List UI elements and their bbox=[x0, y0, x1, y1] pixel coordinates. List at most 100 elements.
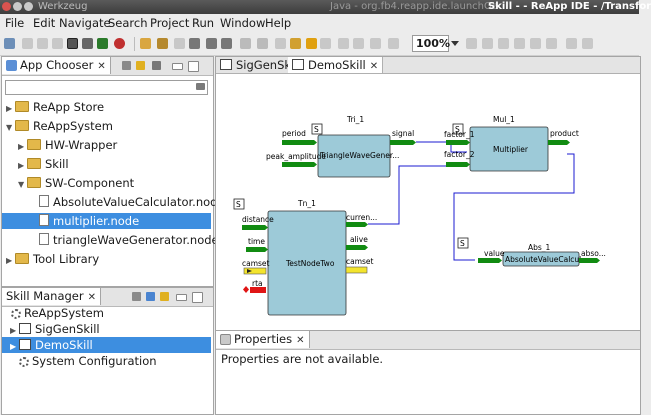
connection-signal-to-factor1[interactable] bbox=[416, 141, 467, 153]
tree-item[interactable]: ReAppSystem bbox=[2, 305, 104, 321]
output-port-absolute[interactable] bbox=[579, 258, 600, 263]
save-all-icon[interactable] bbox=[37, 38, 48, 49]
app-search-input[interactable] bbox=[5, 80, 208, 95]
properties-tab[interactable]: Properties✕ bbox=[216, 331, 310, 348]
output-port-signal[interactable] bbox=[390, 140, 416, 145]
collapse-all-icon[interactable] bbox=[132, 292, 141, 301]
menu-help[interactable]: Help bbox=[265, 16, 292, 30]
maximize-window-icon[interactable] bbox=[24, 2, 33, 11]
zoom-select[interactable]: 100% bbox=[412, 35, 450, 52]
close-icon[interactable]: ✕ bbox=[97, 61, 106, 72]
close-icon[interactable]: ✕ bbox=[87, 292, 96, 303]
expand-right-icon[interactable]: ▶ bbox=[10, 342, 17, 351]
skill-icon[interactable] bbox=[67, 38, 78, 49]
input-port-factor-2[interactable] bbox=[446, 162, 470, 167]
menu-project[interactable]: Project bbox=[150, 16, 190, 30]
navigate-icon[interactable] bbox=[240, 38, 251, 49]
input-port-value[interactable] bbox=[478, 258, 502, 263]
add-skill-icon[interactable] bbox=[146, 292, 155, 301]
tree-item[interactable]: ▼SW-Component bbox=[18, 175, 134, 191]
history-icon[interactable] bbox=[306, 38, 317, 49]
menu-file[interactable]: File bbox=[5, 16, 25, 30]
connection-product-to-value[interactable] bbox=[453, 153, 575, 261]
tree-item[interactable]: ▼ReAppSystem bbox=[6, 118, 113, 134]
tree-item[interactable]: ▶Tool Library bbox=[6, 251, 99, 267]
tree-item[interactable]: ▶HW-Wrapper bbox=[18, 137, 117, 153]
tree-item[interactable]: multiplier.node bbox=[2, 213, 211, 229]
input-port-rta[interactable] bbox=[250, 287, 266, 293]
menu-window[interactable]: Window bbox=[220, 16, 266, 30]
collapse-all-icon[interactable] bbox=[122, 61, 131, 70]
maximize-icon[interactable] bbox=[188, 61, 199, 72]
tree-item[interactable]: ▶DemoSkill bbox=[2, 337, 211, 353]
terminal-icon[interactable] bbox=[82, 38, 93, 49]
block-tri[interactable]: S Tri_1 TriangleWaveGener... period peak… bbox=[266, 115, 416, 178]
app-chooser-tab[interactable]: App Chooser✕ bbox=[2, 57, 111, 74]
menu-navigate[interactable]: Navigate bbox=[59, 16, 111, 30]
input-port-camset[interactable] bbox=[243, 267, 267, 275]
block-body[interactable] bbox=[469, 126, 549, 172]
menu-run[interactable]: Run bbox=[192, 16, 215, 30]
block-mul[interactable]: S Mul_1 Multiplier factor_1 factor_2 pro… bbox=[444, 115, 579, 172]
window-controls[interactable] bbox=[2, 2, 35, 16]
connection-current-to-factor2[interactable] bbox=[368, 165, 467, 225]
cut-icon[interactable] bbox=[174, 38, 185, 49]
match-height-icon[interactable] bbox=[582, 38, 593, 49]
marquee-icon[interactable] bbox=[221, 38, 232, 49]
tree-item[interactable]: System Configuration bbox=[10, 353, 157, 369]
back-icon[interactable] bbox=[290, 38, 301, 49]
close-icon[interactable]: ✕ bbox=[369, 61, 379, 72]
pointer-icon[interactable] bbox=[206, 38, 217, 49]
select-icon[interactable] bbox=[189, 38, 200, 49]
tree-item[interactable]: ▶SigGenSkill bbox=[10, 321, 100, 337]
block-abs[interactable]: S Abs_1 AbsoluteValueCalcul... value abs… bbox=[457, 237, 606, 267]
link-editor-icon[interactable] bbox=[136, 61, 145, 70]
output-port-camset[interactable] bbox=[345, 266, 368, 274]
tree-item[interactable]: AbsoluteValueCalculator.node bbox=[30, 194, 225, 210]
align-center-icon[interactable] bbox=[482, 38, 493, 49]
input-port-distance[interactable] bbox=[242, 225, 268, 230]
output-port-product[interactable] bbox=[548, 140, 570, 145]
redo-icon[interactable] bbox=[353, 38, 364, 49]
run-icon[interactable] bbox=[97, 38, 108, 49]
chevron-down-icon[interactable] bbox=[451, 41, 459, 46]
tab-demo-skill[interactable]: DemoSkill✕ bbox=[288, 57, 384, 73]
tree-item[interactable]: triangleWaveGenerator.node bbox=[30, 232, 219, 248]
align-icon[interactable] bbox=[257, 38, 268, 49]
clear-search-icon[interactable] bbox=[196, 83, 205, 90]
block-body[interactable] bbox=[267, 210, 347, 316]
up-icon[interactable] bbox=[275, 38, 286, 49]
debug-icon[interactable] bbox=[114, 38, 125, 49]
new-icon[interactable] bbox=[4, 38, 15, 49]
minimize-icon[interactable] bbox=[176, 294, 187, 301]
link-editor-icon[interactable] bbox=[160, 292, 169, 301]
expand-right-icon[interactable]: ▶ bbox=[10, 326, 17, 335]
output-port-alive[interactable] bbox=[346, 245, 368, 250]
undo-icon[interactable] bbox=[338, 38, 349, 49]
input-port-peak-amplitude[interactable] bbox=[282, 162, 317, 167]
input-port-factor-1[interactable] bbox=[446, 140, 470, 145]
minimize-icon[interactable] bbox=[172, 63, 183, 70]
diagram-canvas[interactable]: S Tri_1 TriangleWaveGener... period peak… bbox=[216, 74, 640, 330]
align-middle-icon[interactable] bbox=[530, 38, 541, 49]
close-icon[interactable]: ✕ bbox=[296, 335, 305, 346]
align-right-icon[interactable] bbox=[498, 38, 509, 49]
pencil-icon[interactable] bbox=[157, 38, 168, 49]
refresh-icon[interactable] bbox=[370, 38, 381, 49]
block-body[interactable] bbox=[317, 134, 391, 178]
forward-icon[interactable] bbox=[320, 38, 331, 49]
tree-item[interactable]: ▶Skill bbox=[18, 156, 69, 172]
expand-down-icon[interactable]: ▼ bbox=[18, 180, 25, 189]
expand-right-icon[interactable]: ▶ bbox=[6, 256, 13, 265]
zoom-out-icon[interactable] bbox=[388, 38, 399, 49]
input-port-time[interactable] bbox=[246, 247, 268, 252]
open-folder-icon[interactable] bbox=[140, 38, 151, 49]
align-top-icon[interactable] bbox=[514, 38, 525, 49]
output-port-current[interactable] bbox=[346, 222, 368, 227]
view-menu-icon[interactable] bbox=[152, 61, 161, 70]
minimize-window-icon[interactable] bbox=[13, 2, 22, 11]
maximize-icon[interactable] bbox=[192, 292, 203, 303]
input-port-period[interactable] bbox=[282, 140, 317, 145]
menu-edit[interactable]: Edit bbox=[33, 16, 56, 30]
align-bottom-icon[interactable] bbox=[546, 38, 557, 49]
